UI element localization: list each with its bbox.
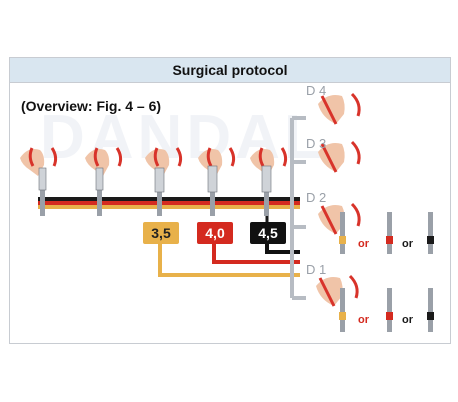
drill-icon: [261, 165, 272, 216]
density-label-d3: D 3: [306, 136, 327, 151]
bone-socket-icon: [316, 274, 359, 307]
bone-socket-icon: [20, 147, 58, 176]
or-label-d1-b: or: [402, 314, 413, 326]
or-label-d1-a: or: [358, 314, 369, 326]
overview-subtitle: (Overview: Fig. 4 – 6): [21, 98, 162, 114]
bone-socket-icon: [318, 202, 361, 235]
bone-socket-icon: [318, 92, 361, 125]
density-bracket: [290, 116, 306, 300]
drill-icon: [427, 212, 434, 254]
or-label-d2-a: or: [358, 238, 369, 250]
connector-3-5: [158, 243, 300, 277]
drill-icon: [386, 288, 393, 332]
density-label-d2: D 2: [306, 190, 327, 205]
drill-icon: [95, 167, 104, 216]
density-label-d4: D 4: [306, 83, 327, 98]
bone-socket-icon: [318, 140, 361, 173]
drill-icon: [339, 212, 346, 254]
drill-icon: [339, 288, 346, 332]
color-sequence-line: [38, 197, 300, 209]
drill-badge-4-5: 4,5: [250, 222, 286, 244]
drill-icon: [386, 212, 393, 254]
drill-icon: [38, 167, 47, 216]
drill-icon: [154, 167, 165, 216]
connector-4-5: [265, 243, 300, 254]
density-label-d1: D 1: [306, 262, 327, 277]
drill-badge-3-5: 3,5: [143, 222, 179, 244]
drill-icon: [207, 165, 218, 216]
panel-title: Surgical protocol: [10, 58, 450, 83]
drill-badge-4-0: 4,0: [197, 222, 233, 244]
or-label-d2-b: or: [402, 238, 413, 250]
drill-icon: [427, 288, 434, 332]
connector-4-0: [212, 243, 300, 264]
